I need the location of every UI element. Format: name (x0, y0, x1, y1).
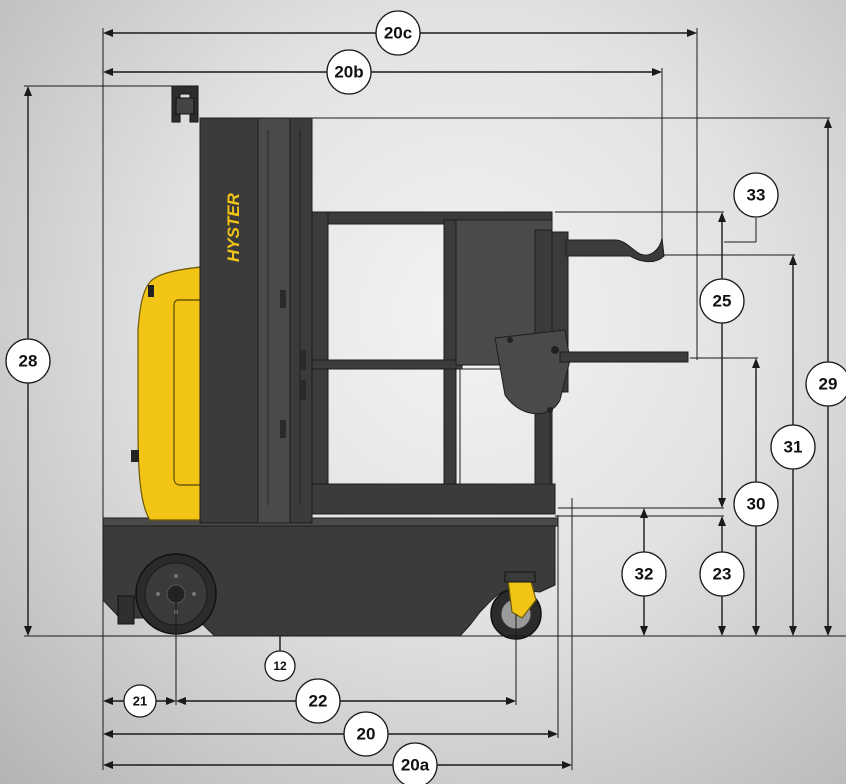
label-21-text: 21 (133, 694, 147, 709)
label-20c: 20c (375, 10, 421, 56)
label-23-text: 23 (713, 565, 732, 584)
label-33: 33 (733, 172, 779, 218)
mast-front-upright (289, 117, 313, 524)
label-29: 29 (805, 361, 846, 407)
label-31-text: 31 (784, 438, 803, 457)
upper-fork (565, 237, 665, 263)
label-12: 12 (264, 650, 296, 682)
carriage-bolt (551, 346, 559, 354)
platform-floor (311, 483, 556, 515)
arrowhead (718, 626, 726, 636)
label-20b-text: 20b (334, 63, 363, 82)
carriage-bolt (507, 337, 513, 343)
carriage-bolt (547, 407, 553, 413)
arrowhead (103, 730, 113, 738)
cage-middle-rail (311, 359, 463, 370)
arrowhead (718, 498, 726, 508)
arrowhead (640, 626, 648, 636)
label-25-text: 25 (713, 292, 732, 311)
label-22: 22 (295, 678, 341, 724)
arrowhead (24, 626, 32, 636)
arrowhead (506, 697, 516, 705)
label-28-text: 28 (19, 352, 38, 371)
arrowhead (752, 626, 760, 636)
dimension-labels: 20c 20b 28 33 25 29 31 30 (5, 10, 846, 784)
label-29-text: 29 (819, 375, 838, 394)
label-20-text: 20 (357, 725, 376, 744)
arrowhead (718, 516, 726, 526)
wheel-bolt (174, 574, 178, 578)
arrowhead (824, 118, 832, 128)
label-12-text: 12 (273, 659, 287, 673)
mast-rear-upright (199, 117, 259, 524)
arrowhead (824, 626, 832, 636)
arrowhead (103, 761, 113, 769)
order-picker-truck: HYSTER (102, 85, 689, 640)
label-23: 23 (699, 551, 745, 597)
arrowhead (752, 358, 760, 368)
mast-slot (300, 380, 306, 400)
wheel-bolt (156, 592, 160, 596)
arrowhead (718, 212, 726, 222)
label-20b: 20b (326, 49, 372, 95)
arrowhead (166, 697, 176, 705)
label-32-text: 32 (635, 565, 654, 584)
label-30: 30 (733, 481, 779, 527)
label-32: 32 (621, 551, 667, 597)
handle-grip (175, 97, 195, 115)
compartment-latch (131, 450, 139, 462)
lower-fork (559, 351, 689, 363)
label-20c-text: 20c (384, 24, 412, 43)
arrowhead (789, 626, 797, 636)
arrowhead (687, 29, 697, 37)
arrowhead (103, 697, 113, 705)
arrowhead (652, 68, 662, 76)
hyster-brand-logo: HYSTER (224, 192, 243, 262)
label-33-text: 33 (747, 186, 766, 205)
label-22-text: 22 (309, 692, 328, 711)
fork-guard (494, 329, 571, 415)
label-21: 21 (123, 684, 157, 718)
label-28: 28 (5, 338, 51, 384)
label-25: 25 (699, 278, 745, 324)
arrowhead (640, 508, 648, 518)
wheel-bolt (192, 592, 196, 596)
label-30-text: 30 (747, 495, 766, 514)
arrowhead (24, 86, 32, 96)
mast-slot (300, 350, 306, 370)
mast-middle-upright (257, 117, 291, 524)
label-20a: 20a (392, 742, 438, 784)
label-20: 20 (343, 711, 389, 757)
mast-slot (280, 420, 286, 438)
caster-mount (504, 571, 536, 583)
arrowhead (103, 29, 113, 37)
rear-bumper (117, 595, 135, 625)
arrowhead (562, 761, 572, 769)
arrowhead (103, 68, 113, 76)
label-20a-text: 20a (401, 756, 430, 775)
arrowhead (548, 730, 558, 738)
arrowhead (176, 697, 186, 705)
arrowhead (789, 255, 797, 265)
mast-slot (280, 290, 286, 308)
compartment-hinge (148, 285, 154, 297)
label-31: 31 (770, 424, 816, 470)
